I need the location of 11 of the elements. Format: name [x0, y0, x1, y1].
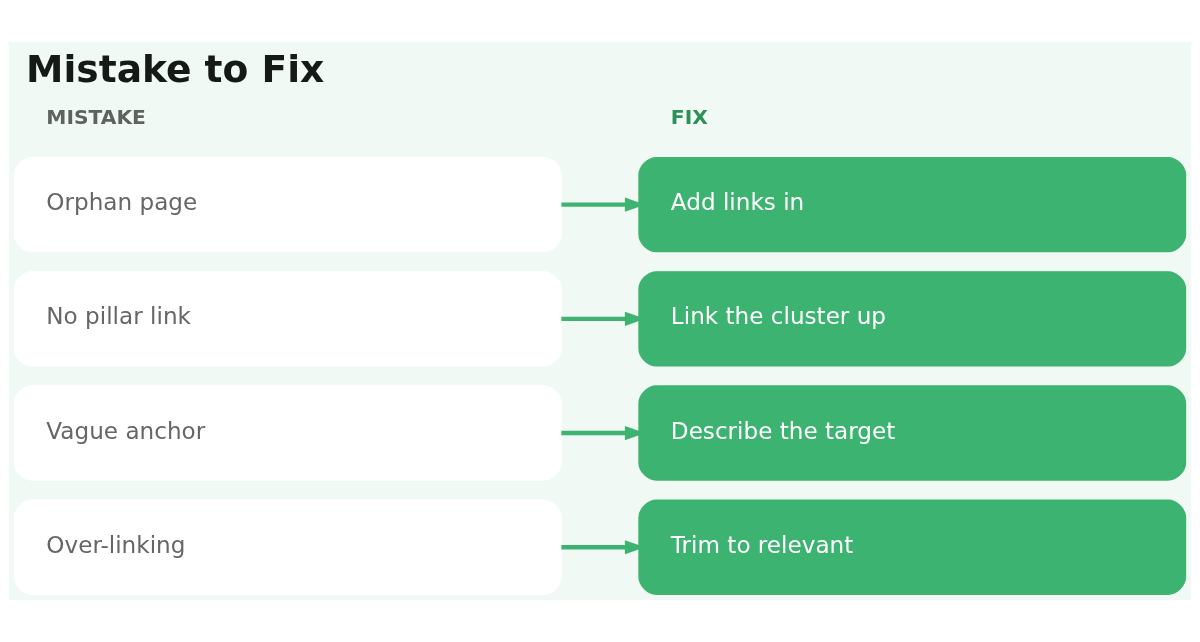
node-box: Trim to relevant [638, 499, 1187, 595]
node-box: Over-linking [13, 499, 562, 595]
node-box: Link the cluster up [638, 271, 1187, 367]
node-box: Add links in [638, 156, 1187, 253]
node-box: Vague anchor [13, 385, 562, 481]
node-box: No pillar link [13, 271, 562, 367]
label: MISTAKE [46, 104, 146, 129]
diagram-title: Mistake to Fix [26, 47, 325, 92]
label: FIX [670, 104, 708, 129]
node-box: Orphan page [13, 156, 562, 253]
node-box: Describe the target [638, 385, 1187, 481]
